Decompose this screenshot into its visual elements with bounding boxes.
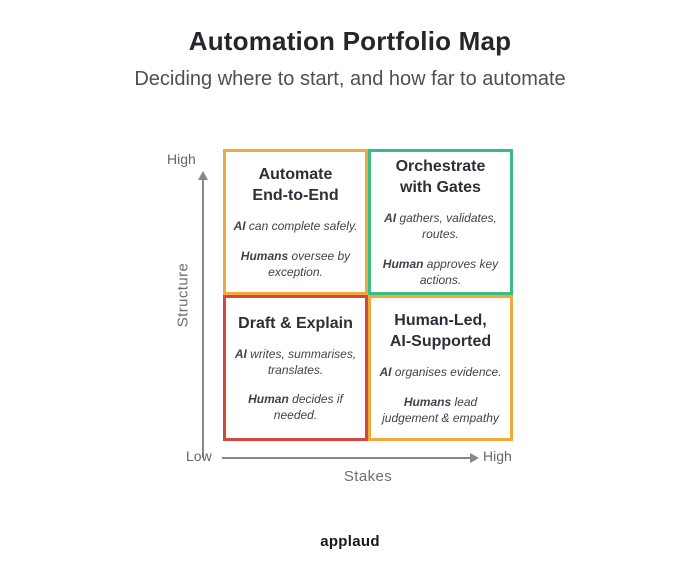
y-axis-arrowhead-icon [198,171,208,180]
quadrant-title: Orchestrate with Gates [395,158,486,197]
quadrant-description: AI gathers, validates, routes. Human app… [382,211,499,287]
x-axis-arrowhead-icon [470,453,479,463]
page-title: Automation Portfolio Map [188,26,512,56]
y-axis-label: Structure [174,262,192,328]
quadrant-description: AI organises evidence. Humans lead judge… [379,365,502,425]
quadrant-title: Automate End-to-End [252,166,339,205]
quadrant-human-led-ai-supported: Human-Led, AI-Supported AI organises evi… [368,295,513,441]
quadrant-title: Human-Led, AI-Supported [389,312,492,351]
x-axis-arrow-line [222,457,472,459]
applaud-logo: applaud [320,533,380,550]
origin-low-label: Low [186,448,212,464]
page-subtitle: Deciding where to start, and how far to … [134,68,566,90]
y-axis-arrow-line [202,179,204,458]
x-axis-label: Stakes [343,468,393,485]
x-axis-high-label: High [483,448,512,464]
y-axis-high-label: High [167,151,196,167]
quadrant-automate-end-to-end: Automate End-to-End AI can complete safe… [223,149,368,295]
quadrant-description: AI can complete safely. Humans oversee b… [233,219,358,279]
matrix-grid: Automate End-to-End AI can complete safe… [223,149,513,441]
quadrant-title: Draft & Explain [238,314,353,332]
quadrant-draft-and-explain: Draft & Explain AI writes, summarises, t… [223,295,368,441]
quadrant-description: AI writes, summarises, translates. Human… [234,346,357,423]
quadrant-orchestrate-with-gates: Orchestrate with Gates AI gathers, valid… [368,149,513,295]
